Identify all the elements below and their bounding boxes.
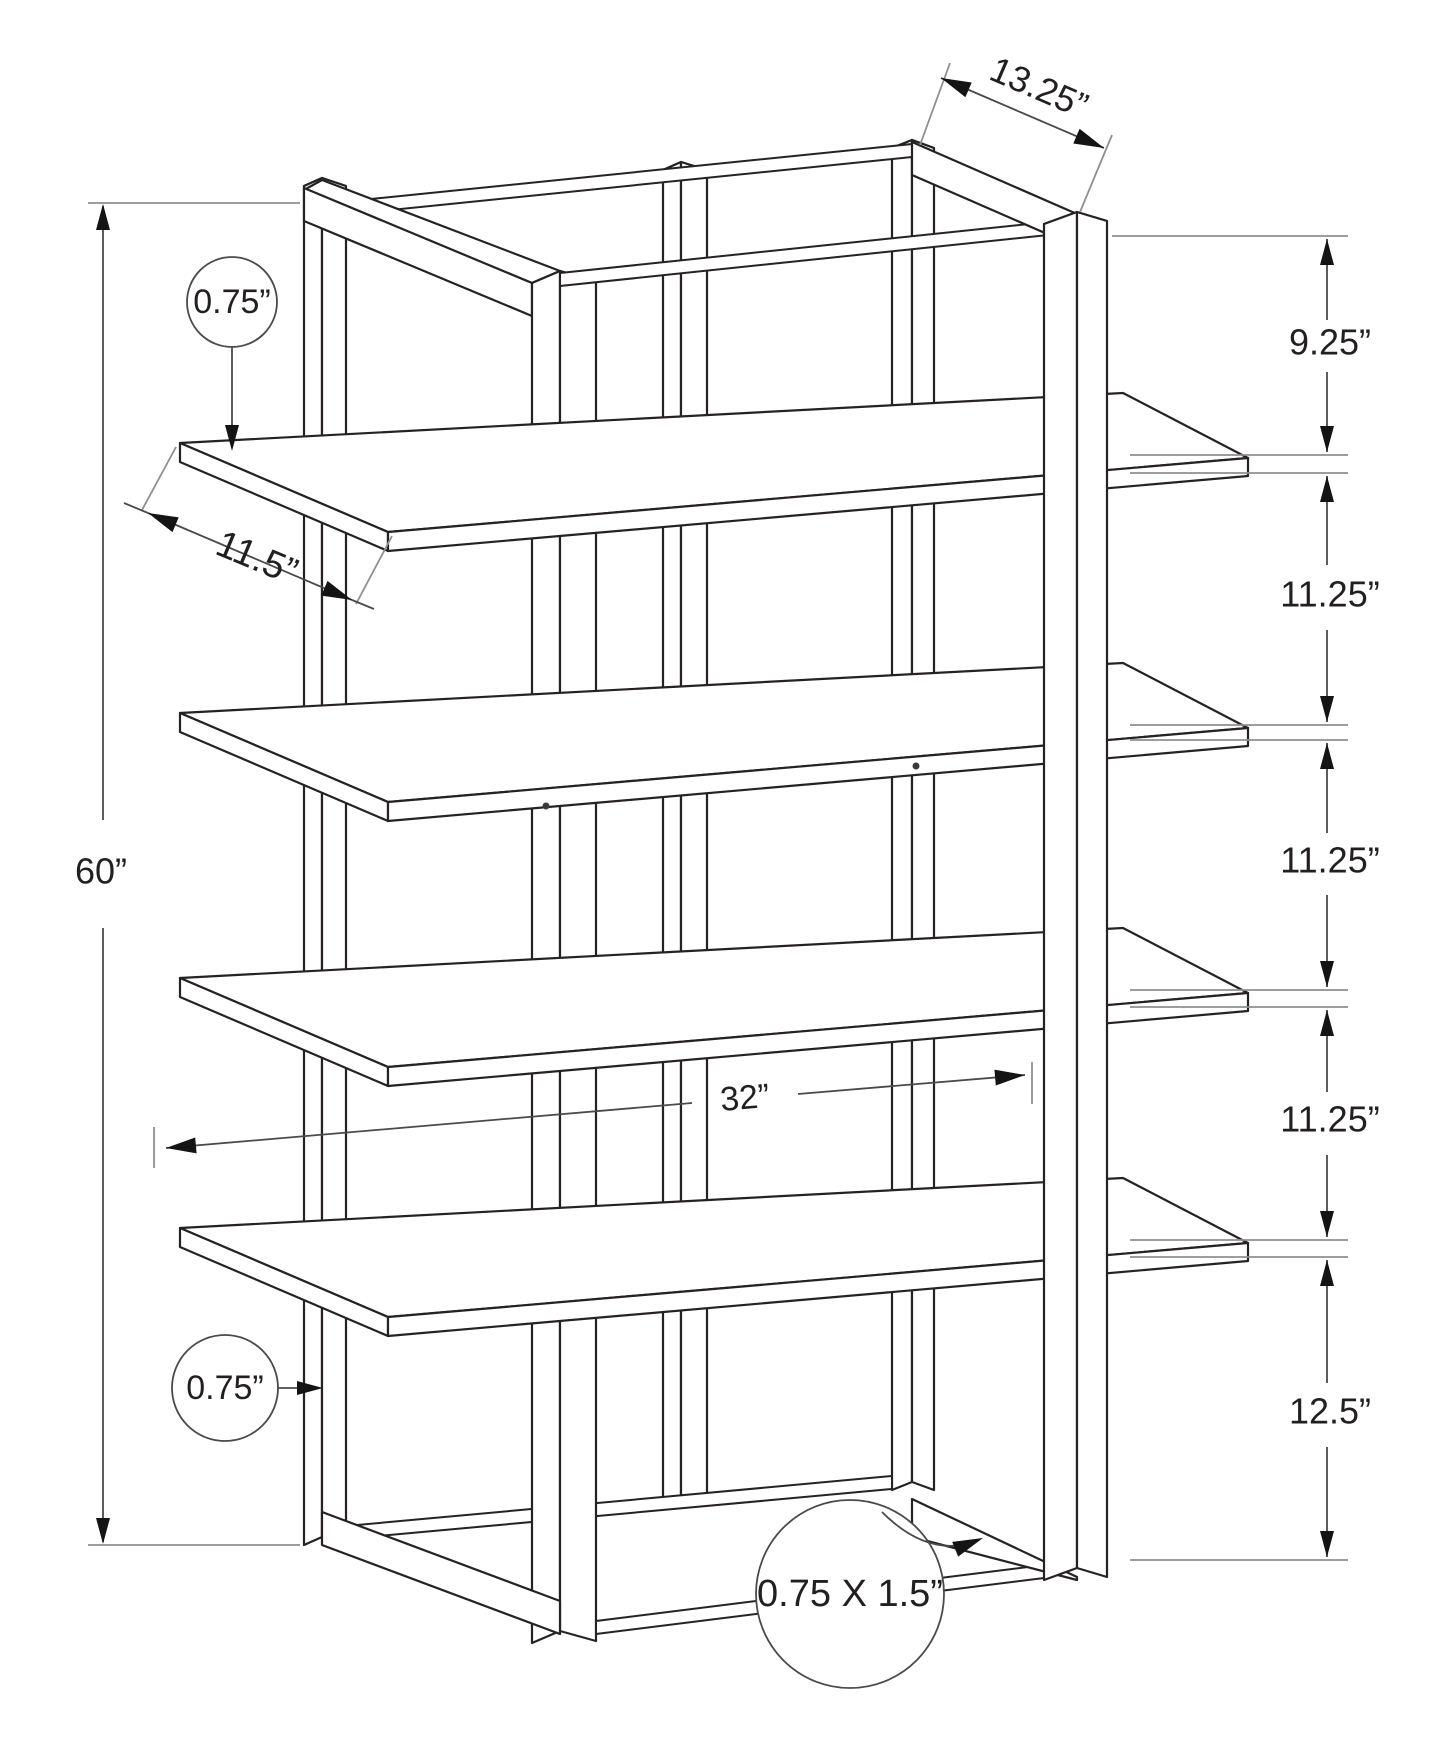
label-overall-height: 60” xyxy=(75,851,127,892)
callout-shelf-thickness: 0.75” xyxy=(186,256,278,451)
left-frame xyxy=(302,178,598,1645)
callout-frame-tube: 0.75 X 1.5” xyxy=(755,1499,983,1689)
label-gap-mid-3: 11.25” xyxy=(1280,1099,1379,1140)
label-post-thickness: 0.75” xyxy=(186,1369,264,1407)
label-shelf-depth: 11.5” xyxy=(210,523,303,594)
label-frame-tube-size: 0.75 X 1.5” xyxy=(757,1573,943,1615)
dim-right-chain: 9.25” 11.25” 11.25” 11.25” 12.5” xyxy=(1112,235,1380,1561)
label-gap-top: 9.25” xyxy=(1289,322,1371,363)
shelf-3 xyxy=(178,926,1250,1088)
label-shelf-span: 32” xyxy=(719,1077,771,1119)
screw-dot-left xyxy=(542,802,550,810)
label-gap-bottom: 12.5” xyxy=(1289,1391,1371,1432)
shelf-2 xyxy=(178,661,1250,823)
shelf-4 xyxy=(178,1176,1250,1338)
callout-post-thickness: 0.75” xyxy=(171,1334,323,1442)
back-top-stretcher xyxy=(321,143,913,218)
dim-shelf-span: 32” xyxy=(153,1062,1033,1168)
label-top-depth: 13.25” xyxy=(984,48,1094,126)
label-gap-mid-2: 11.25” xyxy=(1280,840,1379,881)
front-top-stretcher xyxy=(559,218,1078,287)
label-shelf-thickness: 0.75” xyxy=(193,283,271,321)
shelf-1 xyxy=(178,391,1250,553)
right-front-post xyxy=(1042,210,1109,1582)
dim-overall-height: 60” xyxy=(75,202,300,1546)
screw-dot-right xyxy=(912,762,920,770)
label-gap-mid-1: 11.25” xyxy=(1280,574,1379,615)
left-back-post xyxy=(302,176,348,1547)
